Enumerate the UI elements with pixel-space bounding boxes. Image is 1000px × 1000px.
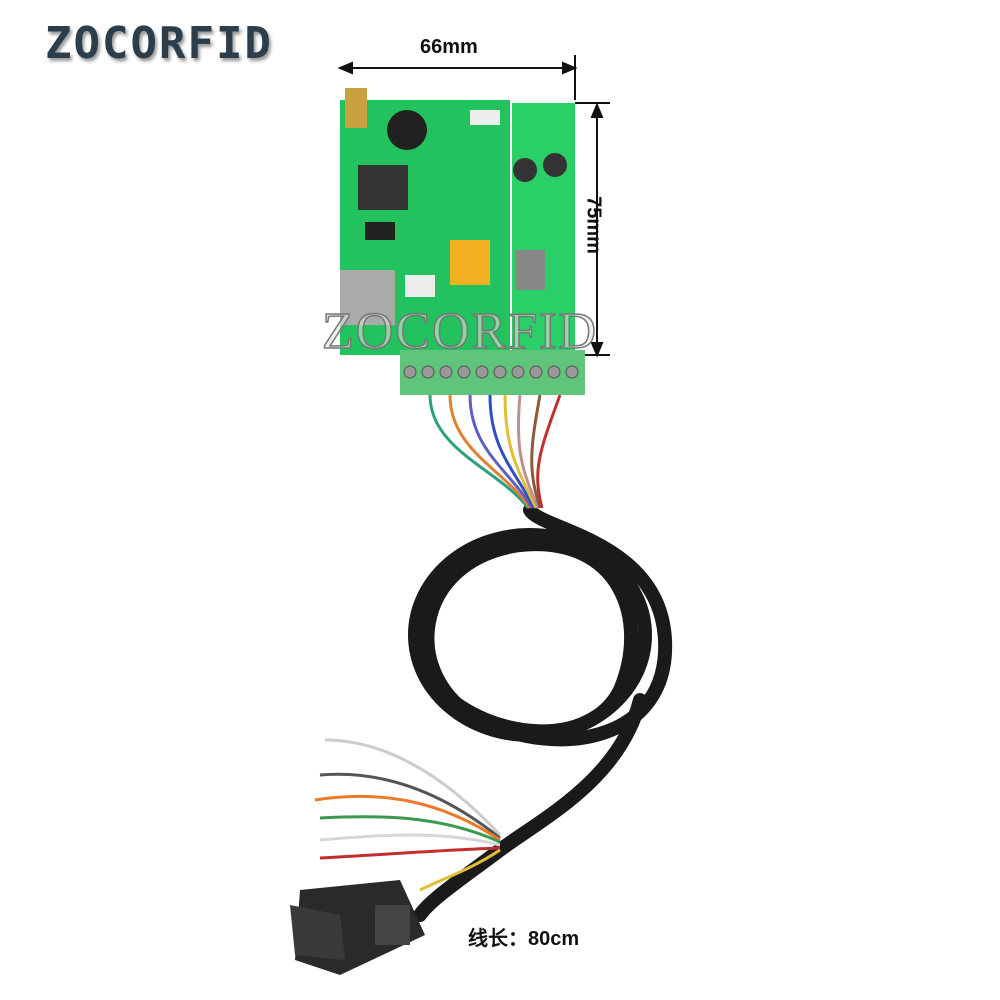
bottom-wires xyxy=(314,738,502,892)
terminal-screw xyxy=(511,365,525,379)
width-dimension-arrow xyxy=(337,55,578,100)
watermark: ZOCORFID xyxy=(321,302,599,361)
db9-connector xyxy=(290,880,425,975)
terminal-block xyxy=(400,350,585,395)
cable-coil xyxy=(408,503,673,922)
width-label: 66mm xyxy=(420,36,478,58)
terminal-screw xyxy=(439,365,453,379)
top-wires xyxy=(428,394,562,509)
terminal-screw xyxy=(421,365,435,379)
terminal-screw xyxy=(475,365,489,379)
brand-logo: ZOCORFID xyxy=(45,18,273,69)
height-label: 75mm xyxy=(582,196,605,254)
terminal-screw xyxy=(547,365,561,379)
terminal-screw xyxy=(529,365,543,379)
terminal-screw xyxy=(565,365,579,379)
cable-length-label: 线长：80cm xyxy=(468,928,580,950)
terminal-screw xyxy=(457,365,471,379)
terminal-screw xyxy=(403,365,417,379)
pcb-board xyxy=(340,88,575,355)
terminal-screw xyxy=(493,365,507,379)
